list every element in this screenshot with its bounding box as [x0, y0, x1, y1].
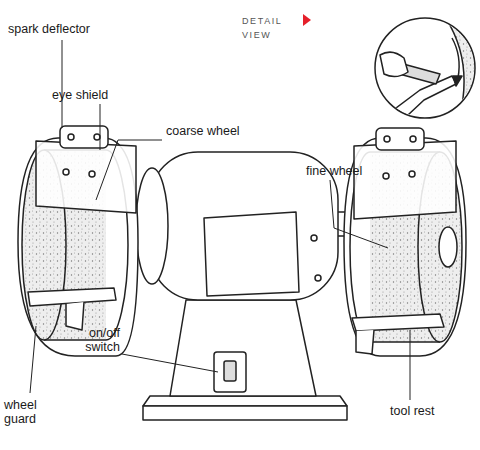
detail-content — [380, 10, 480, 130]
base-plate — [143, 406, 347, 420]
leader-line — [330, 180, 388, 248]
right-tool-rest — [352, 314, 444, 331]
left-tool-rest — [28, 288, 116, 306]
part-label: tool rest — [390, 404, 470, 418]
screw — [68, 134, 74, 140]
detail-arrowhead — [453, 76, 462, 86]
switch-plate — [214, 352, 246, 392]
screw — [384, 136, 390, 142]
red-pointer — [303, 14, 311, 26]
name-plate — [204, 212, 299, 296]
leader-line — [100, 104, 101, 150]
view-caption: DETAIL VIEW — [242, 14, 312, 42]
part-label: spark deflector — [8, 22, 118, 36]
screw — [94, 134, 100, 140]
screw — [383, 173, 389, 179]
leader-line — [96, 140, 162, 200]
leader-line — [30, 326, 36, 393]
screw — [89, 171, 95, 177]
detail-circle — [375, 18, 475, 118]
left-wheel-guard — [18, 138, 138, 356]
detail-tool-rest — [380, 76, 456, 130]
right-rest-bracket — [356, 330, 374, 354]
detail-wheel — [440, 10, 480, 130]
switch-toggle — [224, 361, 236, 381]
leader-line — [122, 354, 218, 372]
part-label: wheel guard — [4, 398, 56, 426]
leader-line — [410, 330, 411, 400]
detail-arrow — [452, 38, 459, 78]
left-eye-shield — [36, 141, 136, 213]
leader-line — [62, 40, 63, 128]
screw — [409, 171, 415, 177]
base-top — [143, 396, 347, 406]
right-hub — [439, 227, 457, 267]
part-label: eye shield — [52, 88, 132, 102]
screw — [311, 235, 317, 241]
motor-end-cap — [136, 168, 168, 284]
detail-hand — [380, 52, 408, 76]
right-wheel-guard — [344, 138, 466, 356]
left-spark-deflector — [60, 126, 108, 148]
right-eye-shield — [354, 141, 456, 219]
screw — [63, 169, 69, 175]
left-rest-bracket — [66, 302, 84, 330]
right-spark-deflector — [376, 128, 424, 150]
screw — [410, 136, 416, 142]
part-label: on/off switch — [66, 326, 120, 354]
part-label: coarse wheel — [166, 124, 266, 138]
pedestal — [170, 300, 316, 396]
screw — [315, 275, 321, 281]
part-label: fine wheel — [306, 164, 396, 178]
